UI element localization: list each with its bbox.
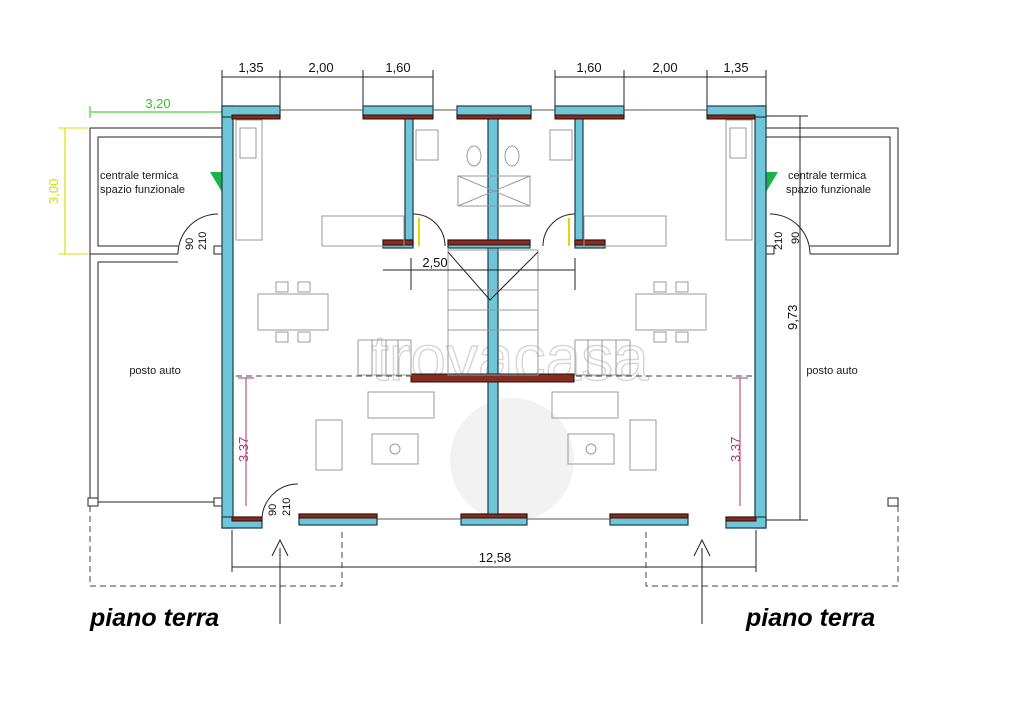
watermark-circle [450,398,574,522]
dim-total-width: 12,58 [479,550,512,565]
right-parking-label: posto auto [806,365,857,377]
right-room-label-1: centrale termica [788,170,867,182]
entrance-arrows [271,538,711,624]
dim-top-right-1: 1,60 [576,60,601,75]
dim-left-segment: 3.37 [236,437,251,462]
watermark: trovacasa [371,322,649,394]
right-annex: centrale termica spazio funzionale posto… [765,127,899,507]
building-walls [221,105,767,529]
door-jambs [412,213,576,247]
left-room-label-1: centrale termica [100,170,179,182]
door-tag-top-left-h: 210 [197,232,209,250]
bottom-dimension: 12,58 [231,530,757,572]
caption-left: piano terra [89,604,219,632]
right-room-label-2: spazio funzionale [786,184,871,196]
dim-stair-width: 2,50 [422,255,447,270]
left-room-label-2: spazio funzionale [100,184,185,196]
caption-right: piano terra [745,604,875,632]
dim-right-segment: 3.37 [728,437,743,462]
door-tag-bottom-w: 90 [267,504,279,516]
dim-top-right-2: 2,00 [652,60,677,75]
dim-annex-width: 3,20 [145,96,170,111]
windows [231,109,757,522]
stair-dimension: 2,50 [383,255,576,290]
wall-segment-dimensions: 3.37 3.37 [236,377,748,506]
furniture [235,119,753,471]
door-tag-bottom-h: 210 [281,498,293,516]
left-annex: centrale termica spazio funzionale posto… [87,127,223,507]
dim-top-left-3: 1,60 [385,60,410,75]
top-dimensions: 1,35 2,00 1,60 1,60 2,00 1,35 [221,60,767,108]
site-outline [89,506,899,587]
door-tag-top-left-w: 90 [184,238,196,250]
depth-dimension: 9,73 [766,115,808,521]
dim-top-right-3: 1,35 [723,60,748,75]
door-tags: 90 210 90 210 90 210 [184,232,802,521]
left-parking-label: posto auto [129,365,180,377]
door-tag-top-right-h: 210 [773,232,785,250]
door-tag-top-right-w: 90 [790,232,802,244]
annex-depth-dimension: 3,00 [46,127,88,255]
dim-top-left-2: 2,00 [308,60,333,75]
dim-total-depth: 9,73 [785,305,800,330]
dim-annex-depth: 3,00 [46,179,61,204]
annex-width-dimension: 3,20 [89,96,222,118]
dim-top-left-1: 1,35 [238,60,263,75]
